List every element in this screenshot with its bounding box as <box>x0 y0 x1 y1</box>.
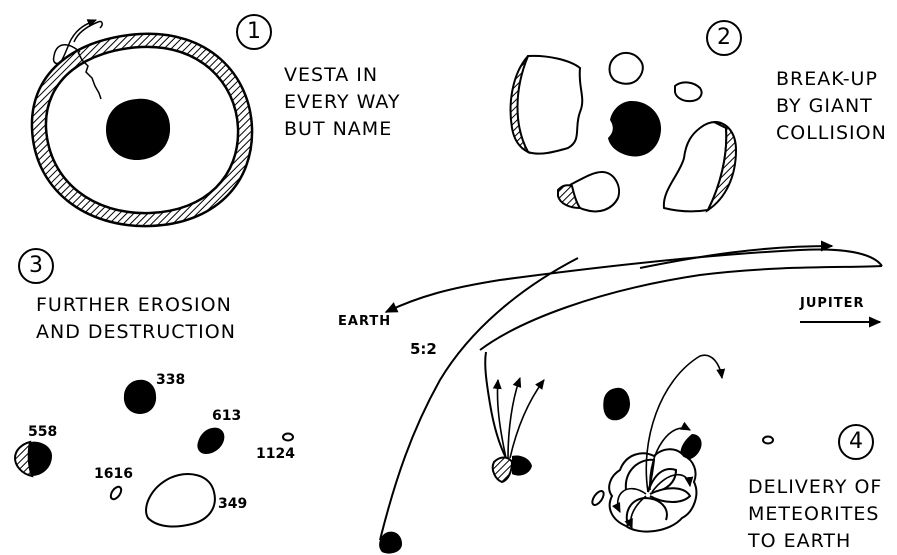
fragment-small-2 <box>675 82 702 101</box>
asteroid-613 <box>197 428 224 454</box>
caption-line: DELIVERY OF <box>748 474 882 501</box>
ejecta-jet-2 <box>508 378 520 458</box>
asteroid-label-349: 349 <box>218 496 247 512</box>
panel-1-caption: VESTA IN EVERY WAY BUT NAME <box>284 62 401 143</box>
asteroid-label-1616: 1616 <box>94 466 133 482</box>
caption-line: TO EARTH <box>748 528 882 555</box>
jupiter-label: JUPITER <box>800 296 865 311</box>
resonance-label: 5:2 <box>410 340 437 358</box>
fragment-core <box>608 101 661 157</box>
asteroid-label-613: 613 <box>212 408 241 424</box>
caption-line: BREAK-UP <box>776 66 887 93</box>
body-black-bottom <box>379 532 402 554</box>
caption-line: EVERY WAY <box>284 89 401 116</box>
delivery-asteroid-core <box>512 455 532 475</box>
asteroid-label-1124: 1124 <box>256 446 295 462</box>
caption-line: COLLISION <box>776 120 887 147</box>
caption-line: VESTA IN <box>284 62 401 89</box>
panel-3-caption: FURTHER EROSION AND DESTRUCTION <box>36 292 236 346</box>
panel-2-caption: BREAK-UP BY GIANT COLLISION <box>776 66 887 147</box>
caption-line: BY GIANT <box>776 93 887 120</box>
asteroid-558-core <box>29 442 52 476</box>
breakup-fragments <box>511 53 736 212</box>
caption-line: BUT NAME <box>284 116 401 143</box>
earth-label: EARTH <box>338 314 391 329</box>
body-black-1 <box>603 388 630 421</box>
fragment-crescent-left <box>516 56 582 154</box>
caption-line: METEORITES <box>748 501 882 528</box>
asteroid-1616 <box>109 485 124 501</box>
panel-number-1: 1 <box>236 14 272 50</box>
kirkwood-gap-arc <box>380 258 578 540</box>
asteroid-558-crust <box>15 442 32 476</box>
asteroid-349 <box>146 474 215 526</box>
asteroid-1124 <box>283 434 293 441</box>
caption-line: FURTHER EROSION <box>36 292 236 319</box>
asteroid-338 <box>124 380 156 414</box>
panel-4-caption: DELIVERY OF METEORITES TO EARTH <box>748 474 882 555</box>
panel-number-3: 3 <box>18 248 54 284</box>
vesta-core <box>106 99 170 160</box>
asteroid-family <box>15 380 293 527</box>
ejecta-arc-2 <box>74 21 102 42</box>
caption-line: AND DESTRUCTION <box>36 319 236 346</box>
asteroid-label-558: 558 <box>28 424 57 440</box>
panel-number-4: 4 <box>838 424 874 460</box>
vesta-body <box>32 20 252 226</box>
fragment-small-1 <box>610 53 643 84</box>
delivery-asteroid-crust <box>493 458 512 483</box>
panel-number-2: 2 <box>706 20 742 56</box>
small-body-left <box>590 489 606 507</box>
asteroid-label-338: 338 <box>156 372 185 388</box>
tiny-body <box>763 437 773 444</box>
